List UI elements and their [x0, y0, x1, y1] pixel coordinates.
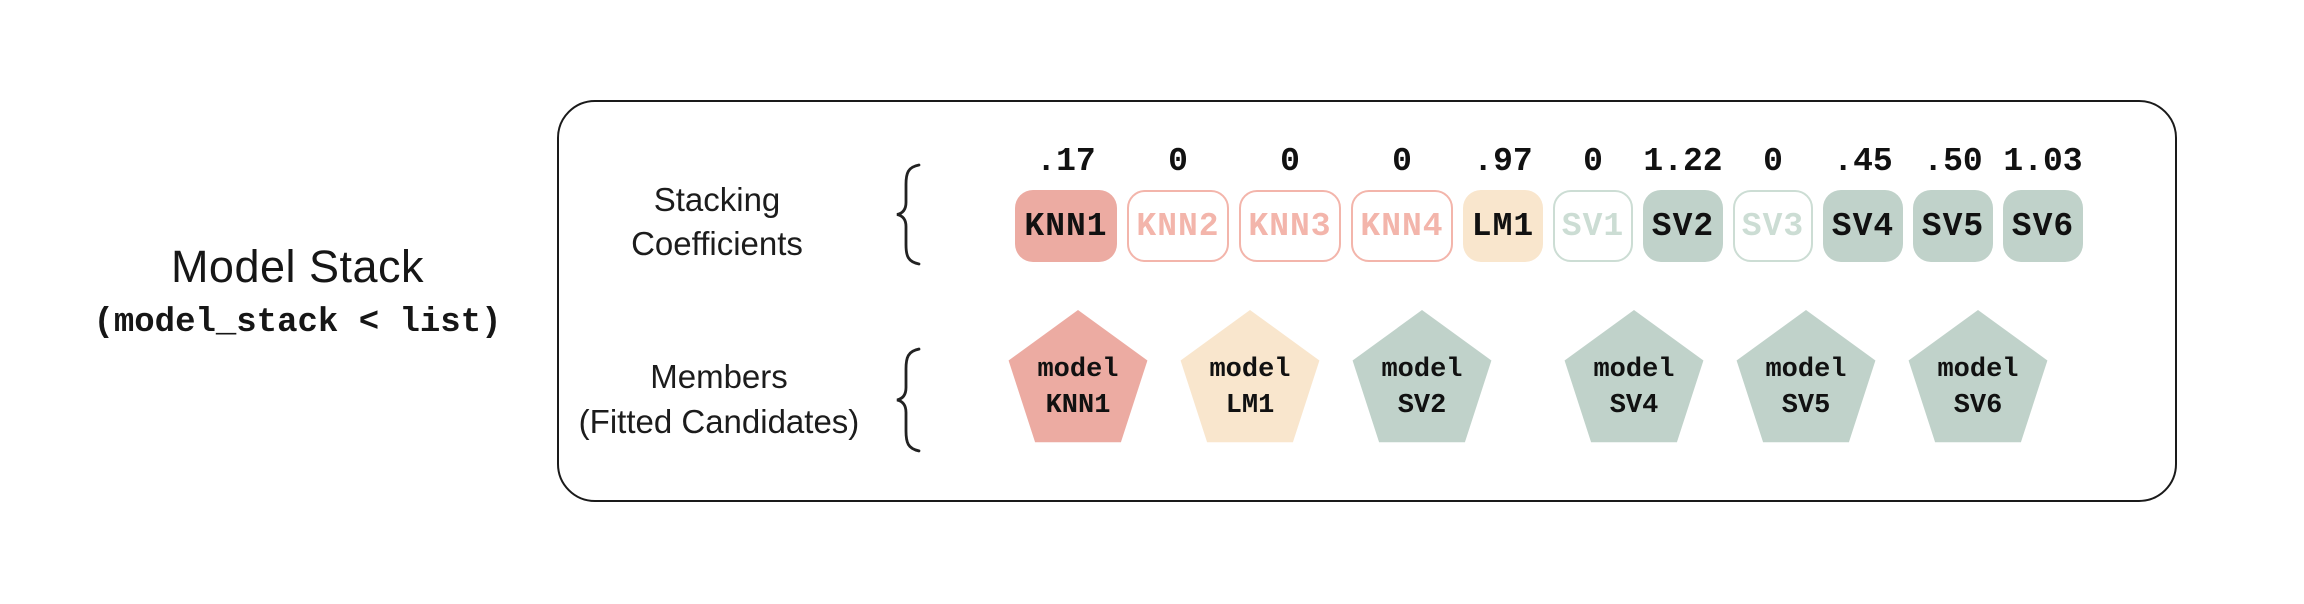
chip-unit-sv3: 0 SV3 — [1733, 144, 1813, 262]
member-text-line1: model — [1381, 354, 1463, 385]
model-stack-box: Stacking Coefficients .17 KNN1 0 KNN2 0 … — [557, 100, 2177, 502]
coef-chip-sv5: SV5 — [1913, 190, 1993, 262]
member-pentagon-sv4-text: model SV4 — [1561, 310, 1707, 443]
coef-chip-sv2: SV2 — [1643, 190, 1723, 262]
coef-chip-knn1: KNN1 — [1015, 190, 1117, 262]
coef-chip-knn2: KNN2 — [1127, 190, 1229, 262]
chip-unit-knn1: .17 KNN1 — [1015, 144, 1117, 262]
coefficient-value-sv2: 1.22 — [1643, 143, 1723, 180]
title-block: Model Stack (model_stack < list) — [40, 241, 555, 343]
member-text-line2: LM1 — [1225, 390, 1275, 421]
coef-chip-sv3: SV3 — [1733, 190, 1813, 262]
coefficient-value-knn2: 0 — [1168, 143, 1188, 180]
stacking-coefficients-label: Stacking Coefficients — [567, 178, 867, 266]
coef-chip-sv4: SV4 — [1823, 190, 1903, 262]
member-text-line1: model — [1209, 354, 1291, 385]
curly-brace-coefficients-icon — [896, 163, 921, 266]
member-pentagon-knn1: model KNN1 — [1005, 310, 1151, 443]
coef-chip-knn4: KNN4 — [1351, 190, 1453, 262]
pentagon-shape-icon — [1736, 310, 1876, 443]
pentagon-shape-icon — [1008, 310, 1148, 443]
chip-unit-lm1: .97 LM1 — [1463, 144, 1543, 262]
chip-unit-sv1: 0 SV1 — [1553, 144, 1633, 262]
chip-unit-knn2: 0 KNN2 — [1127, 144, 1229, 262]
pentagon-shape-icon — [1564, 310, 1704, 443]
member-pentagon-sv5-text: model SV5 — [1733, 310, 1879, 443]
member-text-line1: model — [1593, 354, 1675, 385]
coefficient-value-knn4: 0 — [1392, 143, 1412, 180]
coefficient-value-sv6: 1.03 — [2003, 143, 2083, 180]
stacking-coefficients-label-line1: Stacking — [653, 181, 781, 218]
pentagon-shape-icon — [1180, 310, 1320, 443]
chip-unit-sv5: .50 SV5 — [1913, 144, 1993, 262]
members-label-line1: Members — [650, 358, 788, 395]
chip-unit-knn3: 0 KNN3 — [1239, 144, 1341, 262]
member-pentagons-row: model KNN1 model LM1 model S — [1005, 310, 2051, 443]
coefficient-value-knn1: .17 — [1036, 143, 1096, 180]
coefficient-value-sv3: 0 — [1763, 143, 1783, 180]
coefficient-value-sv4: .45 — [1833, 143, 1893, 180]
members-label: Members (Fitted Candidates) — [549, 354, 889, 444]
member-text-line2: SV6 — [1953, 390, 2003, 421]
coef-chip-sv1: SV1 — [1553, 190, 1633, 262]
coefficient-value-lm1: .97 — [1473, 143, 1533, 180]
member-pentagon-lm1-text: model LM1 — [1177, 310, 1323, 443]
coef-chip-knn3: KNN3 — [1239, 190, 1341, 262]
coef-chip-sv6: SV6 — [2003, 190, 2083, 262]
coef-chip-lm1: LM1 — [1463, 190, 1543, 262]
coefficient-value-knn3: 0 — [1280, 143, 1300, 180]
chip-unit-sv6: 1.03 SV6 — [2003, 144, 2083, 262]
member-pentagon-knn1-text: model KNN1 — [1005, 310, 1151, 443]
member-pentagon-sv4: model SV4 — [1561, 310, 1707, 443]
coefficient-chips-row: .17 KNN1 0 KNN2 0 KNN3 0 KNN4 .97 LM1 0 … — [1015, 144, 2083, 262]
coefficient-value-sv5: .50 — [1923, 143, 1983, 180]
member-text-line2: SV4 — [1609, 390, 1659, 421]
member-text-line1: model — [1937, 354, 2019, 385]
member-text-line1: model — [1037, 354, 1119, 385]
chip-unit-knn4: 0 KNN4 — [1351, 144, 1453, 262]
member-pentagon-lm1: model LM1 — [1177, 310, 1323, 443]
member-text-line2: KNN1 — [1045, 390, 1111, 421]
stacking-coefficients-label-line2: Coefficients — [631, 225, 803, 262]
member-pentagon-sv2-text: model SV2 — [1349, 310, 1495, 443]
page-title: Model Stack — [170, 241, 425, 292]
members-label-line2: (Fitted Candidates) — [578, 403, 860, 440]
member-text-line2: SV5 — [1781, 390, 1831, 421]
title-code: (model_stack < list) — [93, 304, 502, 342]
chip-unit-sv2: 1.22 SV2 — [1643, 144, 1723, 262]
pentagon-shape-icon — [1908, 310, 2048, 443]
coefficient-value-sv1: 0 — [1583, 143, 1603, 180]
member-pentagon-sv6: model SV6 — [1905, 310, 2051, 443]
pentagon-shape-icon — [1352, 310, 1492, 443]
member-pentagon-sv5: model SV5 — [1733, 310, 1879, 443]
member-text-line2: SV2 — [1397, 390, 1447, 421]
member-pentagon-sv2: model SV2 — [1349, 310, 1495, 443]
member-text-line1: model — [1765, 354, 1847, 385]
curly-brace-members-icon — [896, 347, 921, 453]
member-pentagon-sv6-text: model SV6 — [1905, 310, 2051, 443]
chip-unit-sv4: .45 SV4 — [1823, 144, 1903, 262]
